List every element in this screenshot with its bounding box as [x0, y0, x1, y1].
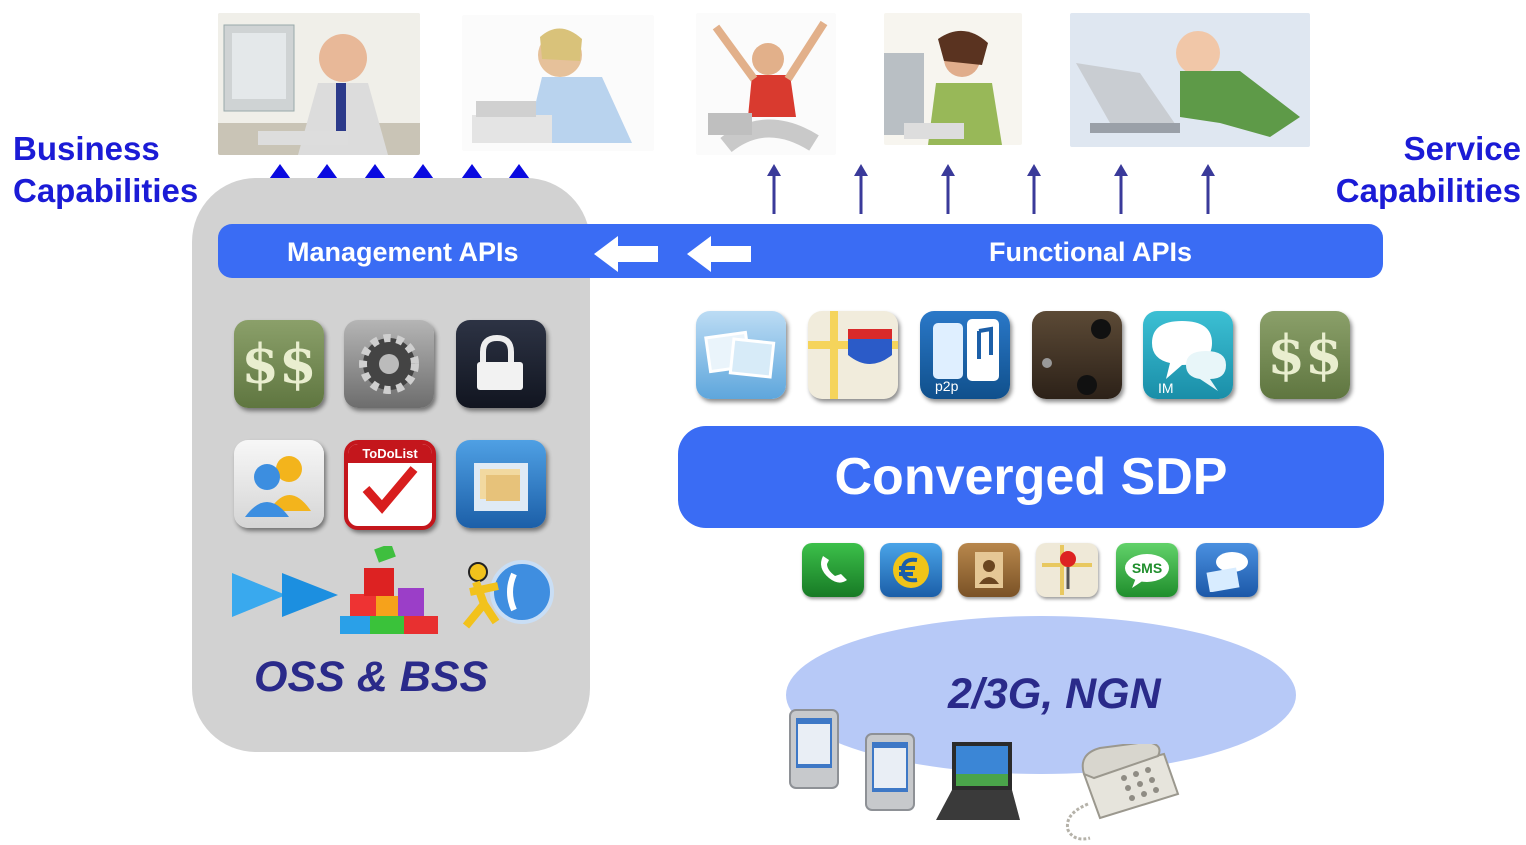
money-icon: $$: [234, 320, 324, 408]
laptop-device-icon: [936, 742, 1020, 820]
blocks-icon: [340, 546, 438, 634]
api-bar: [218, 224, 1383, 278]
left-arrow-icon: [594, 236, 658, 272]
sms-icon: SMS: [1116, 543, 1178, 597]
user-photo-woman-laptop: [462, 15, 654, 151]
converged-sdp-block: Converged SDP: [678, 426, 1384, 528]
settings-gear-icon: [344, 320, 434, 408]
im-icon: IM: [1143, 311, 1233, 399]
up-arrow-icon: [1201, 164, 1215, 214]
photos-icon: [696, 311, 786, 399]
lock-icon: [456, 320, 546, 408]
up-arrow-icon: [854, 164, 868, 214]
p2p-transfer-icon: p2p: [920, 311, 1010, 399]
todolist-header: ToDoList: [348, 444, 432, 463]
pda-device-icon: [789, 709, 839, 789]
oss-bss-label: OSS & BSS: [254, 653, 489, 701]
p2p-label: p2p: [935, 378, 959, 394]
functional-apis-label: Functional APIs: [989, 237, 1193, 267]
network-label: 2/3G, NGN: [948, 670, 1161, 718]
up-arrow-icon: [767, 164, 781, 214]
user-photo-businessman: [218, 13, 420, 155]
left-arrow-icon: [687, 236, 751, 272]
user-photo-baby-laptop: [1070, 13, 1310, 147]
aim-phone-icon: [462, 560, 554, 629]
todolist-icon: ToDoList: [344, 440, 436, 530]
service-capabilities-label: Service Capabilities: [1335, 130, 1521, 209]
up-arrow-icon: [1027, 164, 1041, 214]
contacts-icon: [234, 440, 324, 528]
location-pin-icon: [1036, 543, 1098, 597]
sms-label: SMS: [1132, 560, 1162, 576]
address-book-icon: [958, 543, 1020, 597]
up-arrow-icon: [941, 164, 955, 214]
management-apis-label: Management APIs: [287, 237, 519, 267]
im-label: IM: [1158, 380, 1174, 395]
user-photo-frustrated-woman: [884, 13, 1022, 145]
phone-icon: [802, 543, 864, 597]
euro-icon: [880, 543, 942, 597]
desk-phone-icon: [1065, 744, 1180, 841]
file-cabinet-icon: [456, 440, 546, 528]
business-capabilities-label: Business Capabilities: [13, 130, 199, 209]
maps-icon: [808, 311, 898, 399]
game-icon: [1032, 311, 1122, 399]
user-photo-man-cheering: [696, 13, 836, 155]
up-arrow-icon: [1114, 164, 1128, 214]
pda-device-icon: [865, 733, 915, 811]
money-icon: $$: [1260, 311, 1350, 399]
mms-icon: [1196, 543, 1258, 597]
fast-forward-icon: [232, 573, 338, 617]
